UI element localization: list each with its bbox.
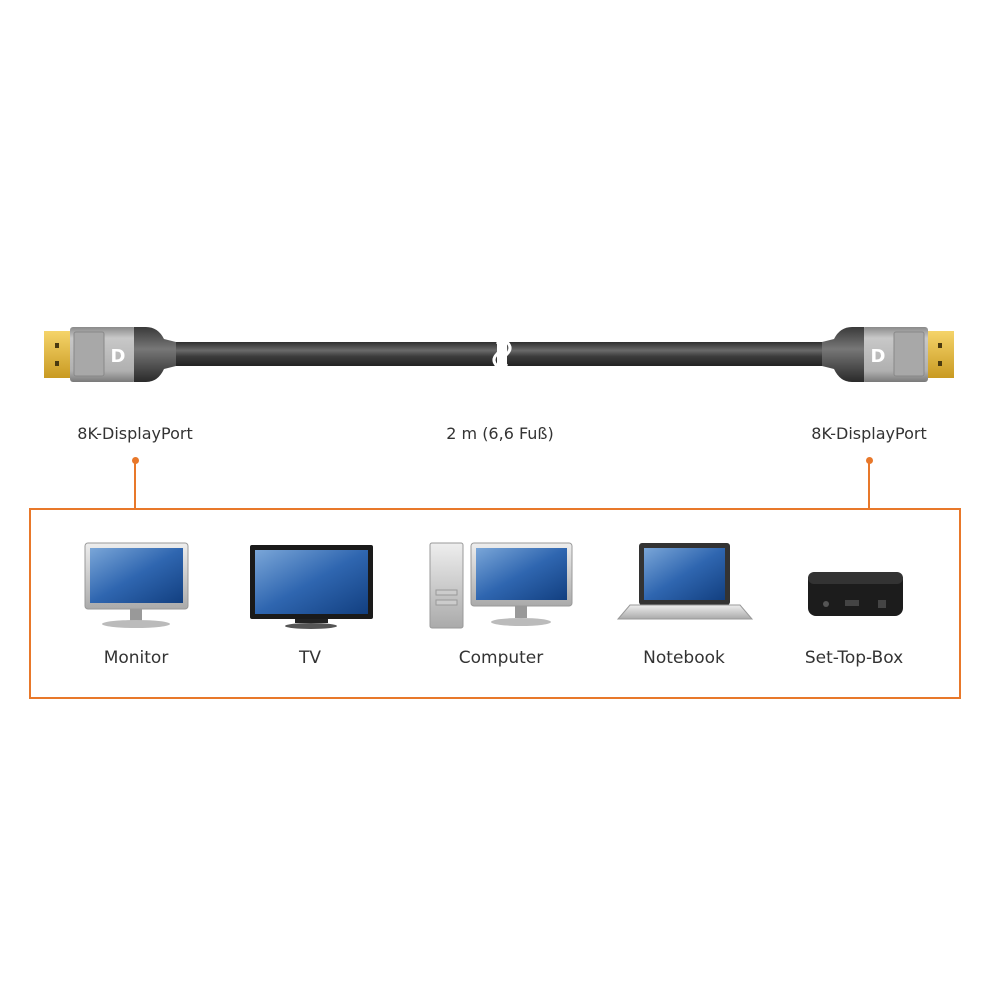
device-label-computer: Computer — [458, 648, 544, 668]
device-label-monitor: Monitor — [103, 648, 169, 668]
right-connector: D — [822, 327, 954, 382]
device-label-tv: TV — [298, 648, 321, 668]
right-connector-line — [868, 461, 870, 509]
svg-text:D: D — [871, 346, 886, 367]
cable — [175, 340, 822, 368]
left-connector-line — [134, 461, 136, 509]
notebook-icon — [616, 543, 754, 620]
right-connector-dot — [866, 457, 873, 464]
computer-icon — [429, 542, 573, 629]
device-icons — [84, 542, 903, 629]
tv-icon — [250, 545, 373, 629]
cable-illustration: D D — [44, 327, 954, 382]
cable-length-label: 2 m (6,6 Fuß) — [446, 424, 554, 443]
right-connector-label: 8K-DisplayPort — [811, 424, 927, 443]
set-top-box-icon — [808, 572, 903, 616]
left-connector-label: 8K-DisplayPort — [77, 424, 193, 443]
left-connector-dot — [132, 457, 139, 464]
device-label-notebook: Notebook — [643, 648, 725, 668]
svg-text:D: D — [111, 346, 126, 367]
left-connector: D — [44, 327, 176, 382]
monitor-icon — [84, 542, 189, 628]
device-label-set-top-box: Set-Top-Box — [804, 648, 904, 668]
compatible-devices-box — [29, 508, 961, 699]
